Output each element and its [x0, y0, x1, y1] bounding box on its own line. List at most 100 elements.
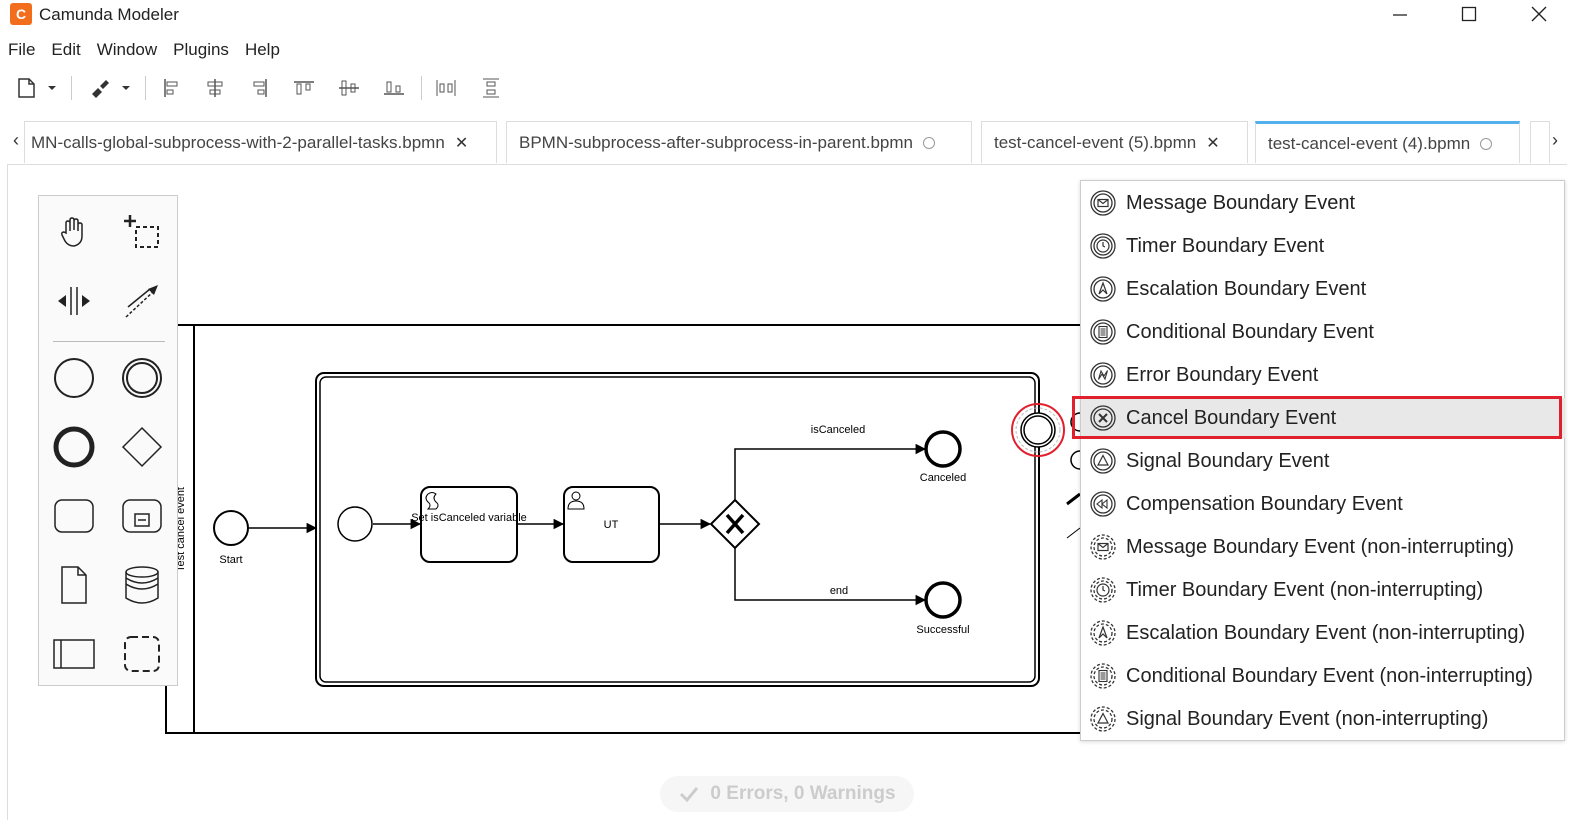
- align-middle-button[interactable]: [334, 74, 364, 102]
- hand-tool[interactable]: [49, 206, 99, 256]
- gateway-icon: [121, 426, 163, 468]
- flow-label-iscanceled: isCanceled: [811, 424, 865, 436]
- create-subprocess[interactable]: [117, 491, 167, 541]
- menu-plugins[interactable]: Plugins: [173, 40, 229, 59]
- align-bottom-button[interactable]: [379, 74, 409, 102]
- menu-window[interactable]: Window: [96, 40, 158, 59]
- tab-partial[interactable]: [1530, 121, 1550, 163]
- lasso-icon: [124, 215, 159, 248]
- close-icon[interactable]: ✕: [454, 134, 469, 152]
- close-icon[interactable]: ✕: [1206, 134, 1220, 152]
- create-start-event[interactable]: [49, 353, 99, 403]
- tab-bar: ‹ MN-calls-global-subprocess-with-2-para…: [0, 120, 1579, 164]
- tab-scroll-right-icon[interactable]: ›: [1552, 130, 1558, 150]
- maximize-button[interactable]: [1446, 0, 1492, 28]
- popup-item-signal-boundary-non-interrupting[interactable]: Signal Boundary Event (non-interrupting): [1081, 699, 1565, 739]
- popup-item-conditional-boundary[interactable]: Conditional Boundary Event: [1081, 312, 1565, 352]
- message-icon: [1090, 190, 1116, 216]
- popup-item-message-boundary-non-interrupting[interactable]: Message Boundary Event (non-interrupting…: [1081, 527, 1565, 567]
- conditional-icon: [1090, 663, 1116, 689]
- flow-label-end: end: [830, 585, 848, 597]
- distribute-horizontal-button[interactable]: [431, 74, 461, 102]
- timer-icon: [1090, 577, 1116, 603]
- transaction-subprocess[interactable]: [315, 372, 1040, 687]
- new-file-button[interactable]: [10, 74, 60, 102]
- minimize-button[interactable]: [1377, 0, 1423, 28]
- create-task[interactable]: [49, 491, 99, 541]
- tab-scroll-left-icon[interactable]: ‹: [13, 130, 19, 150]
- script-task[interactable]: [420, 486, 518, 563]
- popup-item-label: Escalation Boundary Event (non-interrupt…: [1126, 621, 1526, 644]
- signal-icon: [1090, 706, 1116, 732]
- check-icon: [680, 787, 699, 803]
- popup-item-conditional-boundary-non-interrupting[interactable]: Conditional Boundary Event (non-interrup…: [1081, 656, 1565, 696]
- menu-edit[interactable]: Edit: [51, 40, 81, 59]
- tab-subprocess-after-subprocess[interactable]: BPMN-subprocess-after-subprocess-in-pare…: [506, 121, 972, 163]
- lint-status-button[interactable]: 0 Errors, 0 Warnings: [660, 776, 914, 812]
- tab-test-cancel-event-4[interactable]: test-cancel-event (4).bpmn: [1255, 121, 1520, 163]
- color-picker-button[interactable]: [82, 74, 134, 102]
- create-group[interactable]: [117, 629, 167, 679]
- diagram-canvas[interactable]: [7, 164, 1567, 820]
- popup-item-signal-boundary[interactable]: Signal Boundary Event: [1081, 441, 1565, 481]
- subprocess-icon: [122, 499, 162, 533]
- create-pool[interactable]: [49, 629, 99, 679]
- align-right-button[interactable]: [245, 74, 275, 102]
- menu-file[interactable]: File: [8, 40, 36, 59]
- menu-help[interactable]: Help: [244, 40, 280, 59]
- align-center-button[interactable]: [200, 74, 230, 102]
- popup-item-message-boundary[interactable]: Message Boundary Event: [1081, 183, 1565, 223]
- space-tool[interactable]: [49, 276, 99, 326]
- create-data-object[interactable]: [49, 560, 99, 610]
- user-task[interactable]: [563, 486, 660, 563]
- end-event-successful[interactable]: [924, 581, 962, 619]
- script-task-label: Set isCanceled variable: [411, 512, 527, 524]
- align-bottom-icon: [384, 81, 404, 95]
- connect-icon: [125, 285, 158, 318]
- popup-item-compensation-boundary[interactable]: Compensation Boundary Event: [1081, 484, 1565, 524]
- start-event-icon: [54, 358, 94, 398]
- subprocess-start-event[interactable]: [337, 506, 373, 542]
- global-connect-tool[interactable]: [117, 276, 167, 326]
- lasso-tool[interactable]: [117, 206, 167, 256]
- camunda-logo-icon: C: [10, 3, 32, 25]
- popup-item-label: Timer Boundary Event (non-interrupting): [1126, 578, 1484, 601]
- create-end-event[interactable]: [49, 422, 99, 472]
- participant-label: Test cancel event: [175, 487, 187, 572]
- window-title: Camunda Modeler: [39, 5, 179, 24]
- timer-icon: [1090, 233, 1116, 259]
- tab-label: BPMN-subprocess-after-subprocess-in-pare…: [519, 132, 913, 152]
- popup-item-label: Cancel Boundary Event: [1126, 406, 1337, 429]
- align-left-button[interactable]: [156, 74, 186, 102]
- start-event[interactable]: [213, 510, 249, 546]
- new-file-icon: [18, 78, 56, 98]
- tab-test-cancel-event-5[interactable]: test-cancel-event (5).bpmn ✕: [981, 121, 1248, 163]
- selected-boundary-event[interactable]: [1011, 403, 1065, 457]
- popup-item-label: Signal Boundary Event (non-interrupting): [1126, 707, 1489, 730]
- replace-popup-menu: Message Boundary Event Timer Boundary Ev…: [1080, 180, 1565, 741]
- popup-item-cancel-boundary[interactable]: Cancel Boundary Event: [1081, 398, 1565, 438]
- distribute-vertical-button[interactable]: [476, 74, 506, 102]
- create-intermediate-event[interactable]: [117, 353, 167, 403]
- cancel-icon: [1090, 405, 1116, 431]
- close-window-button[interactable]: [1516, 0, 1562, 28]
- align-top-button[interactable]: [289, 74, 319, 102]
- create-gateway[interactable]: [117, 422, 167, 472]
- popup-item-error-boundary[interactable]: Error Boundary Event: [1081, 355, 1565, 395]
- end-canceled-label: Canceled: [920, 472, 966, 484]
- align-middle-icon: [339, 80, 359, 96]
- popup-item-escalation-boundary-non-interrupting[interactable]: Escalation Boundary Event (non-interrupt…: [1081, 613, 1565, 653]
- create-data-store[interactable]: [117, 560, 167, 610]
- escalation-icon: [1090, 620, 1116, 646]
- tab-global-subprocess[interactable]: MN-calls-global-subprocess-with-2-parall…: [24, 121, 497, 163]
- task-icon: [54, 499, 94, 533]
- popup-item-timer-boundary-non-interrupting[interactable]: Timer Boundary Event (non-interrupting): [1081, 570, 1565, 610]
- tab-label: MN-calls-global-subprocess-with-2-parall…: [31, 132, 445, 152]
- space-icon: [58, 287, 90, 315]
- title-bar: C Camunda Modeler: [0, 0, 1579, 30]
- popup-item-timer-boundary[interactable]: Timer Boundary Event: [1081, 226, 1565, 266]
- popup-item-label: Escalation Boundary Event: [1126, 277, 1367, 300]
- end-event-canceled[interactable]: [924, 430, 962, 468]
- popup-item-escalation-boundary[interactable]: Escalation Boundary Event: [1081, 269, 1565, 309]
